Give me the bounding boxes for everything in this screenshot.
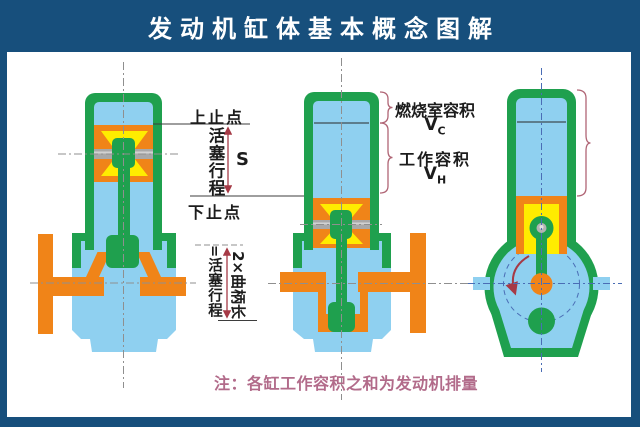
crankshaft-bar-left — [38, 277, 104, 296]
label-piston-stroke: 活塞行程 — [206, 127, 225, 197]
vh-brace — [379, 122, 393, 194]
right-cylinder-diagram — [468, 68, 622, 372]
connecting-rod — [336, 238, 347, 312]
crankshaft-bar-right — [140, 277, 186, 296]
label-vc-symbol: VC — [424, 115, 446, 138]
label-equals-piston-stroke: =活塞行程 — [206, 245, 222, 318]
case-shoulder-right — [369, 233, 391, 268]
label-crank-length: 2×曲柄长 — [229, 250, 247, 319]
frame-border-left — [0, 52, 7, 427]
case-shoulder-left — [72, 233, 94, 268]
label-combustion-chamber-volume: 燃烧室容积 — [394, 101, 475, 120]
label-top-dead-center: 上止点 — [189, 108, 244, 127]
mount-tab-left — [473, 277, 490, 290]
vc-brace — [379, 91, 393, 124]
total-volume-brace — [576, 89, 591, 197]
mount-tab-right — [593, 277, 610, 290]
case-shoulder-left — [293, 233, 315, 268]
frame-border-right — [631, 52, 640, 427]
rod-big-end — [106, 235, 139, 268]
left-cylinder-diagram — [30, 62, 196, 388]
case-shoulder-right — [154, 233, 176, 268]
frame-border-bottom — [0, 417, 640, 427]
middle-cylinder-diagram — [268, 58, 468, 400]
rotation-arrow-icon — [505, 255, 530, 296]
rod-big-end — [528, 307, 555, 335]
label-bottom-dead-center: 下止点 — [187, 203, 242, 222]
label-vh-symbol: VH — [423, 164, 447, 187]
label-working-volume: 工作容积 — [398, 150, 471, 169]
crankshaft-bar-left — [280, 272, 326, 292]
title-banner: 发动机缸体基本概念图解 — [0, 0, 640, 52]
label-stroke-symbol: S — [236, 149, 249, 170]
footnote: 注：各缸工作容积之和为发动机排量 — [213, 374, 478, 393]
page-title: 发动机缸体基本概念图解 — [148, 14, 500, 43]
crankshaft-bar-right — [358, 272, 426, 292]
stroke-dimension — [153, 123, 306, 321]
connecting-rod — [118, 165, 130, 243]
